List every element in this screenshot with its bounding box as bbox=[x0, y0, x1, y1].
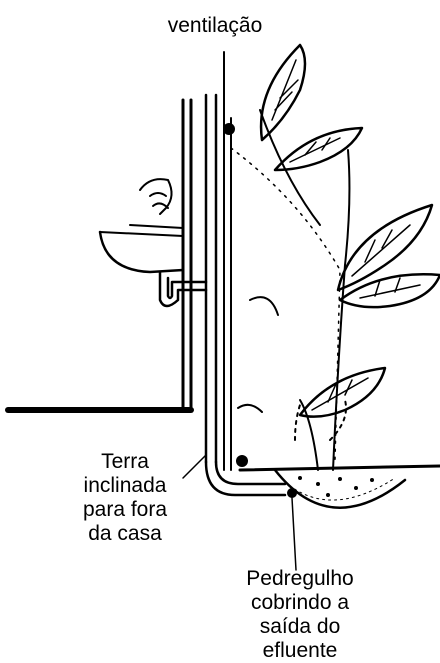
slope-label-line-4: da casa bbox=[55, 522, 195, 546]
banana-plant bbox=[260, 45, 440, 470]
ground-line bbox=[240, 466, 440, 470]
ventilation-label-text: ventilação bbox=[140, 14, 290, 38]
gravel-label-line-2: cobrindo a bbox=[230, 591, 370, 615]
gravel-label-line-4: efluente bbox=[230, 639, 370, 663]
gravel-label-line-1: Pedregulho bbox=[230, 567, 370, 591]
gravel-label: Pedregulho cobrindo a saída do efluente bbox=[230, 567, 370, 663]
gravel-basin bbox=[275, 470, 405, 508]
drain-pipe bbox=[206, 95, 285, 495]
slope-label: Terra inclinada para fora da casa bbox=[55, 450, 195, 546]
greywater-diagram: ventilação Terra inclinada para fora da … bbox=[0, 0, 440, 638]
soil-mound bbox=[231, 148, 340, 460]
ventilation-pipe bbox=[223, 52, 248, 470]
label-pointers bbox=[183, 455, 296, 570]
gravel-label-line-3: saída do bbox=[230, 615, 370, 639]
slope-label-line-1: Terra bbox=[55, 450, 195, 474]
ventilation-label: ventilação bbox=[140, 14, 290, 38]
slope-label-line-2: inclinada bbox=[55, 474, 195, 498]
slope-label-line-3: para fora bbox=[55, 498, 195, 522]
house-wall bbox=[183, 100, 191, 410]
